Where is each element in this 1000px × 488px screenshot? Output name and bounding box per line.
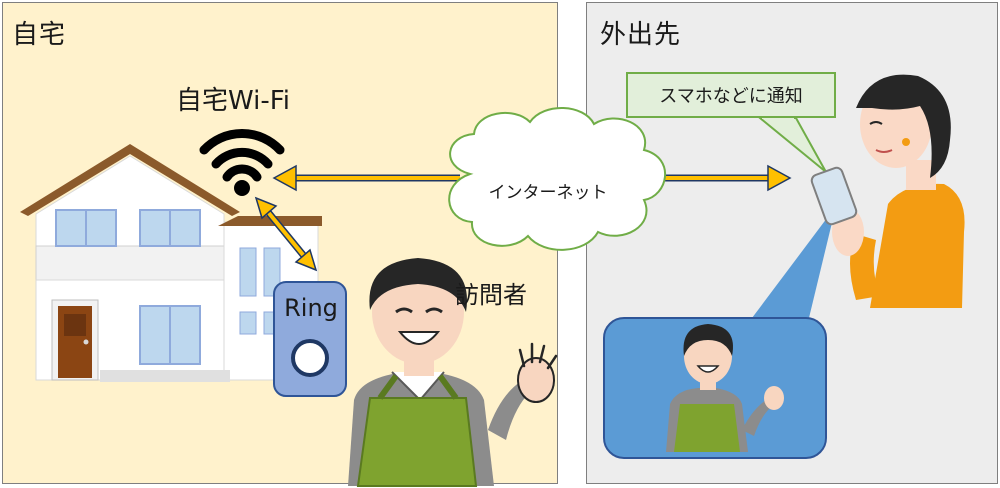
wifi-label: 自宅Wi-Fi (176, 86, 291, 116)
internet-label: インターネット (488, 183, 608, 203)
video-callout (603, 317, 827, 459)
video-callout-beam (752, 206, 836, 322)
away-title: 外出先 (600, 20, 682, 50)
visitor-thumbnail (666, 324, 784, 452)
ring-doorbell (273, 281, 347, 397)
home-title: 自宅 (12, 20, 67, 50)
woman-figure (810, 74, 965, 308)
notification-callout-tail (757, 117, 827, 173)
wifi-internet-arrow (272, 164, 460, 192)
notification-text: スマホなどに通知 (659, 86, 803, 107)
internet-cloud (448, 107, 666, 251)
notification-callout: スマホなどに通知 (626, 72, 836, 118)
visitor-label: 訪問者 (455, 281, 527, 309)
wifi-icon (199, 129, 285, 182)
wifi-ring-arrow (254, 196, 318, 272)
smartphone-icon (810, 166, 858, 226)
visitor-figure (348, 258, 558, 487)
ring-label: Ring (284, 294, 338, 322)
internet-phone-arrow (652, 164, 792, 192)
wifi-dot-icon (234, 180, 250, 196)
